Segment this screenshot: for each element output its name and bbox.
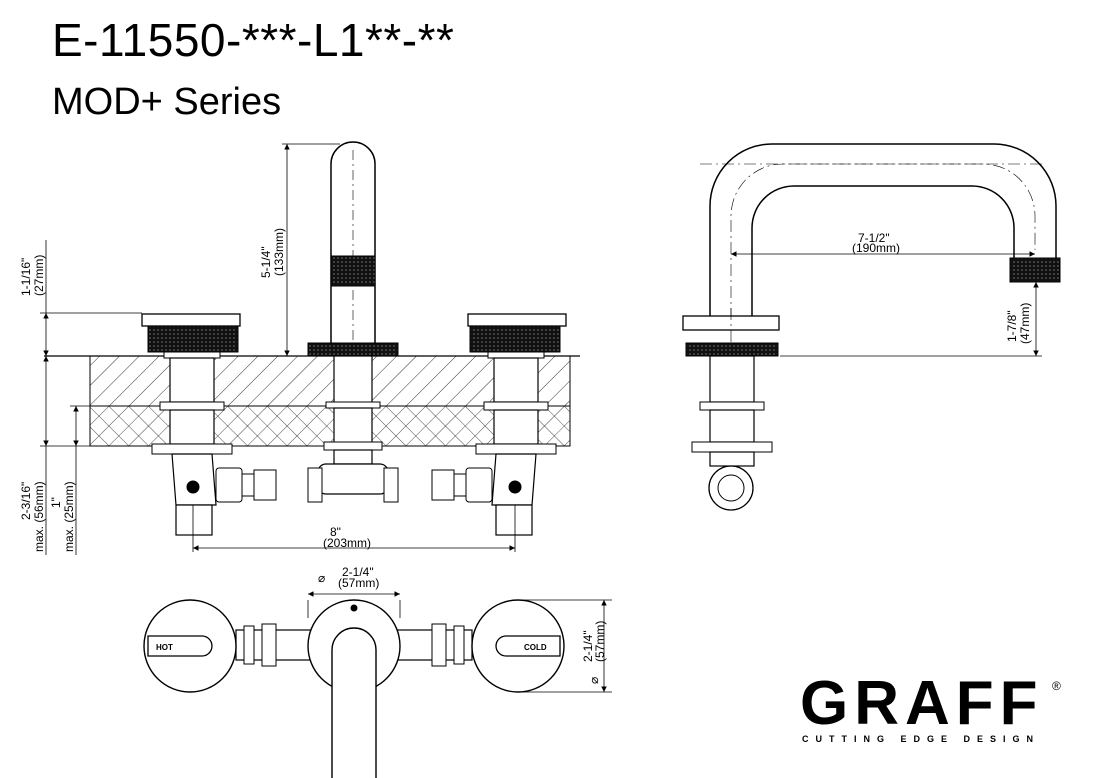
brand-tagline: CUTTING EDGE DESIGN (802, 734, 1040, 744)
reach-metric: (190mm) (852, 241, 900, 255)
escutcheon-diameter-symbol: ⌀ (318, 571, 325, 585)
spout-height-imperial: 5-1/4" (259, 246, 273, 278)
front-view (40, 141, 580, 555)
cold-label: COLD (524, 643, 547, 652)
deck-min-metric: max. (25mm) (62, 481, 76, 552)
deck-max-imperial: 2-3/16" (19, 482, 33, 520)
side-spout (700, 143, 1057, 320)
top-view (143, 591, 612, 778)
front-spout (307, 141, 399, 503)
top-spout (307, 599, 401, 778)
deck-max-metric: max. (56mm) (32, 481, 46, 552)
graff-logo: GRAFF ® CUTTING EDGE DESIGN (800, 669, 1061, 744)
spread-metric: (203mm) (323, 536, 371, 550)
side-view (682, 143, 1061, 511)
model-number: E-11550-***-L1**-** (52, 14, 455, 66)
top-cold-handle (471, 599, 565, 693)
front-hot-handle (141, 313, 277, 536)
escutcheon-diameter-metric: (57mm) (338, 576, 379, 590)
clearance-metric: (47mm) (1018, 303, 1032, 344)
top-hot-handle (143, 599, 237, 693)
reach-imperial: 7-1/2" (858, 231, 890, 245)
registered-mark: ® (1052, 679, 1061, 693)
deck-min-imperial: 1" (49, 497, 63, 508)
spout-height-metric: (133mm) (272, 228, 286, 276)
series-name: MOD+ Series (52, 81, 282, 123)
handle-diameter-metric: (57mm) (593, 621, 607, 662)
handle-height-metric: (27mm) (32, 255, 46, 296)
spread-imperial: 8" (330, 525, 341, 539)
handle-height-imperial: 1-1/16" (19, 258, 33, 296)
brand-name: GRAFF (800, 669, 1044, 738)
clearance-imperial: 1-7/8" (1005, 310, 1019, 342)
front-cold-handle (431, 313, 567, 536)
handle-diameter-symbol: ⌀ (587, 677, 601, 684)
hot-label: HOT (156, 643, 173, 652)
handle-diameter-imperial: 2-1/4" (581, 630, 595, 662)
escutcheon-diameter-imperial: 2-1/4" (342, 565, 374, 579)
